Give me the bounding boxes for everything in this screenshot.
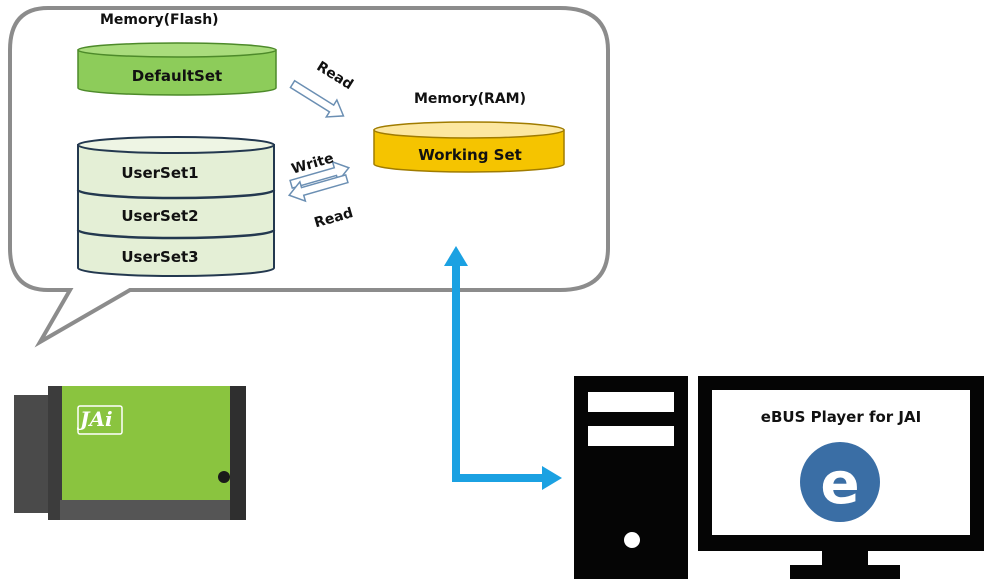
default-set-cylinder: DefaultSet: [77, 42, 277, 96]
user-set-1-label: UserSet1: [121, 164, 198, 182]
ram-memory-title: Memory(RAM): [414, 91, 526, 107]
right-arrow-head: [542, 466, 562, 490]
user-set-stack: UserSet1 UserSet2 UserSet3: [76, 136, 276, 277]
camera-connector-icon: [218, 471, 230, 483]
monitor: eBUS Player for JAI e: [698, 376, 984, 579]
user-set-3-label: UserSet3: [121, 248, 198, 266]
camera: JAi: [14, 386, 246, 520]
ebus-icon: [800, 442, 880, 522]
default-set-label: DefaultSet: [132, 67, 222, 85]
working-set-label: Working Set: [418, 146, 522, 164]
ebus-icon-letter: e: [820, 449, 859, 517]
power-button-icon: [624, 532, 640, 548]
camera-logo: JAi: [76, 407, 113, 431]
flash-memory-title: Memory(Flash): [100, 12, 219, 28]
pc-tower: [574, 376, 688, 579]
up-arrow-head: [444, 246, 468, 266]
app-title: eBUS Player for JAI: [761, 408, 921, 426]
user-set-2-label: UserSet2: [121, 207, 198, 225]
connection-line: [444, 246, 562, 490]
working-set-cylinder: Working Set: [373, 121, 565, 173]
